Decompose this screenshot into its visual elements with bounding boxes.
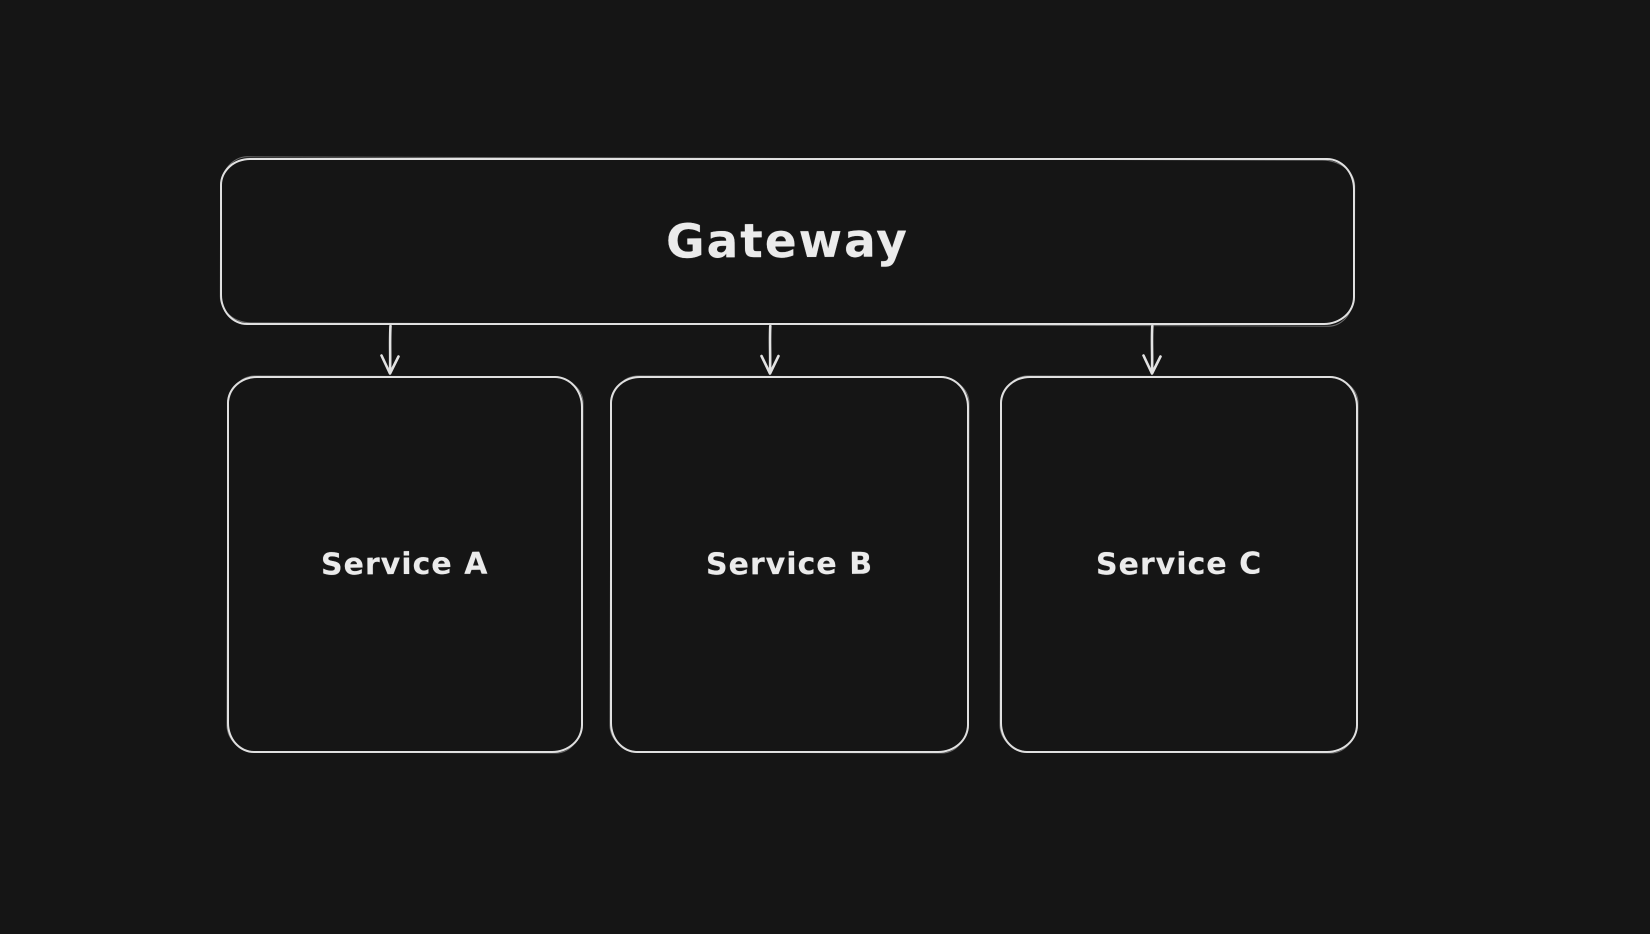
node-service-c[interactable]: Service C: [1000, 376, 1358, 753]
node-service-b-label: Service B: [705, 546, 874, 583]
node-gateway-label: Gateway: [665, 213, 910, 270]
edge-gateway-service-a[interactable]: [380, 324, 400, 375]
node-service-b[interactable]: Service B: [610, 376, 969, 753]
node-gateway[interactable]: Gateway: [220, 158, 1355, 325]
edge-gateway-service-b[interactable]: [760, 324, 780, 375]
node-service-c-label: Service C: [1095, 546, 1263, 583]
node-service-a-label: Service A: [321, 546, 489, 583]
edge-gateway-service-c[interactable]: [1142, 324, 1162, 375]
node-service-a[interactable]: Service A: [227, 376, 583, 753]
